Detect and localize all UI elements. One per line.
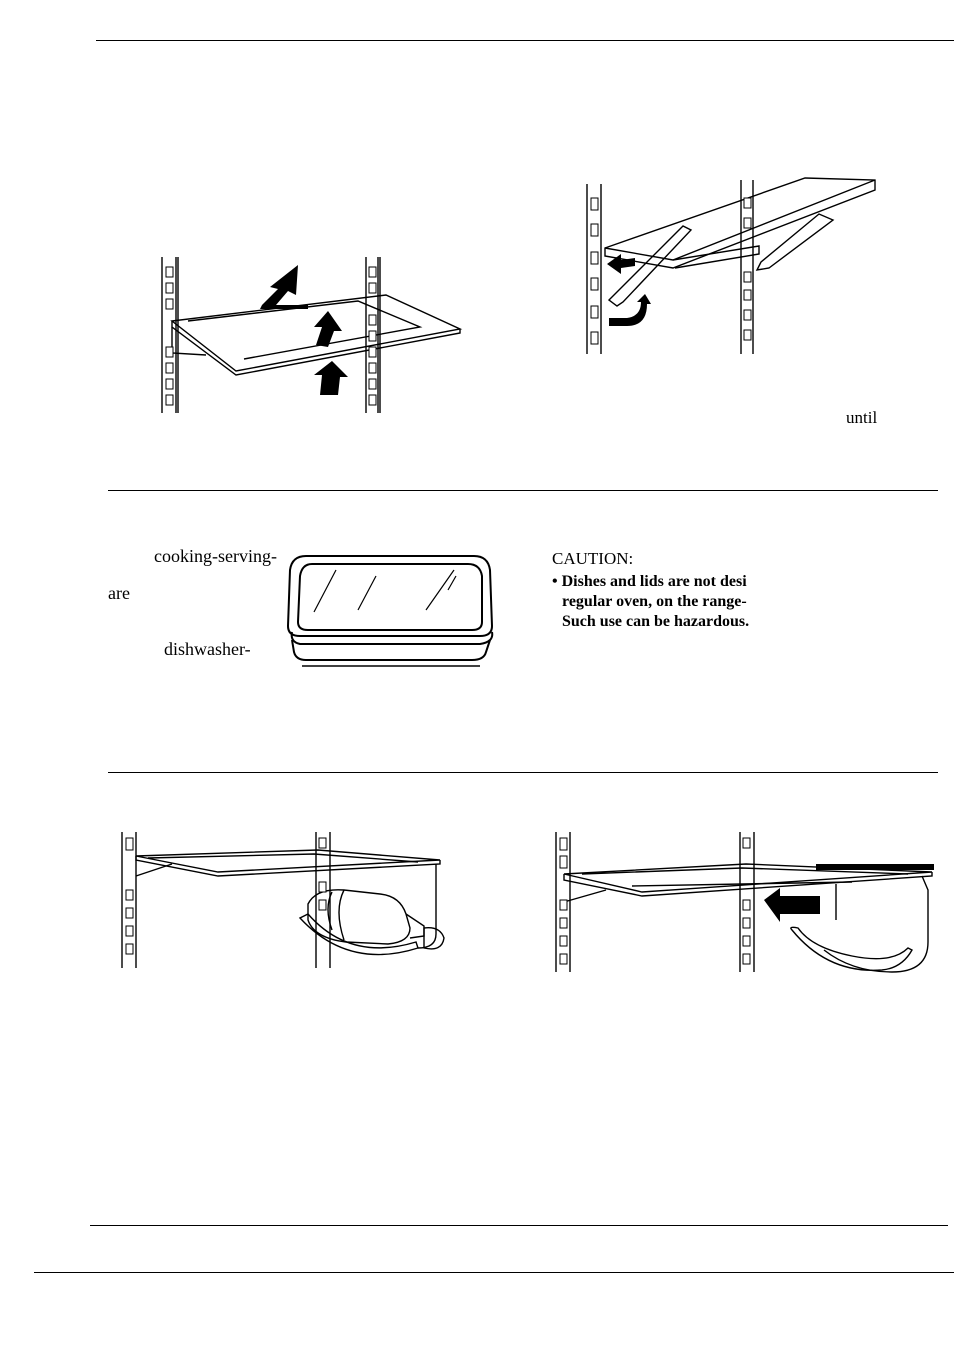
shelf-lift-figure [161,257,463,413]
until-text: until [846,408,878,427]
dishwasher-text: dishwasher- [164,639,251,659]
cooking-serving-text: cooking-serving- [154,546,277,566]
caution-title: CAUTION: [552,549,634,568]
caution-line-1: • Dishes and lids are not desi [552,573,747,590]
top-rule [96,40,954,41]
caution-line-2: regular oven, on the range- [562,593,747,610]
bottom-rule-1 [90,1225,948,1226]
bottom-rule-2 [34,1272,954,1273]
covered-dish-figure [286,555,494,667]
are-text: are [108,583,130,603]
caution-line-3: Such use can be hazardous. [562,613,750,630]
wine-rack-figure [121,832,445,968]
caution-text-block: • Dishes and lids are not desi regular o… [552,572,774,634]
section-divider-2 [108,772,938,773]
shelf-bracket-figure [586,177,876,354]
section-divider-1 [108,490,938,491]
wine-rack-install-figure [555,832,934,973]
